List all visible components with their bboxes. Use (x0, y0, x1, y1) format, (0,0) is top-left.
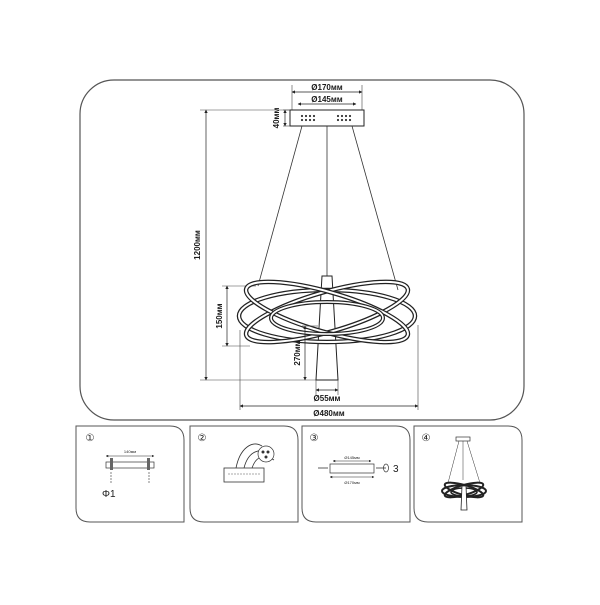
screw-left (110, 458, 113, 470)
screw-right (147, 458, 150, 470)
terminal-pin-1 (261, 450, 265, 454)
step-3-panel: ③ Ø145мм Ø170мм 3 (301, 425, 411, 523)
canopy (289, 109, 365, 127)
canopy-height-label: 40мм (272, 108, 281, 129)
step-3-canopy (329, 463, 375, 474)
step-1-number: ① (86, 433, 95, 444)
step-2-canopy (223, 467, 265, 483)
cable-right (351, 125, 399, 291)
ring-tilted-b-inner (245, 280, 409, 344)
ring-tilted-a-inner (245, 280, 409, 344)
step-1-panel: ① 140мм Φ1 (75, 425, 185, 523)
step-3-screw-label: 3 (393, 464, 399, 475)
step-3-dimension-bottom: Ø170мм (344, 480, 360, 485)
terminal-connector (257, 445, 275, 463)
step-4-canopy (455, 436, 471, 442)
step-1-screw-label: Φ1 (102, 489, 116, 500)
total-height-label: 1200мм (193, 230, 202, 260)
step-4-number: ④ (422, 433, 431, 444)
step-2-number: ② (198, 433, 207, 444)
lamp-rings (236, 279, 418, 345)
ring-height-label: 150мм (215, 303, 224, 328)
stem-diameter-label: Ø55мм (314, 394, 341, 403)
rotate-arrow-icon (383, 463, 389, 473)
mounting-bracket (105, 461, 155, 469)
terminal-pin-2 (266, 450, 270, 454)
stem-height-label: 270мм (293, 340, 302, 365)
canopy-inner-diameter-label: Ø145мм (311, 95, 342, 104)
step-3-dimension-top: Ø145мм (344, 455, 360, 460)
step-4-stem (460, 485, 468, 511)
canopy-outer-diameter-label: Ø170мм (311, 83, 342, 92)
step-1-dimension: 140мм (124, 449, 136, 454)
step-2-panel: ② (189, 425, 299, 523)
step-4-cable-right (466, 440, 481, 484)
ring-inner-highlight (270, 301, 384, 335)
step-3-number: ③ (310, 433, 319, 444)
main-drawing-frame (79, 79, 525, 421)
cable-left (257, 125, 303, 287)
step-4-cable-left (447, 440, 460, 484)
total-diameter-label: Ø480мм (313, 409, 344, 418)
wire-1 (235, 443, 263, 469)
terminal-pin-3 (264, 455, 268, 459)
step-4-panel: ④ (413, 425, 523, 523)
